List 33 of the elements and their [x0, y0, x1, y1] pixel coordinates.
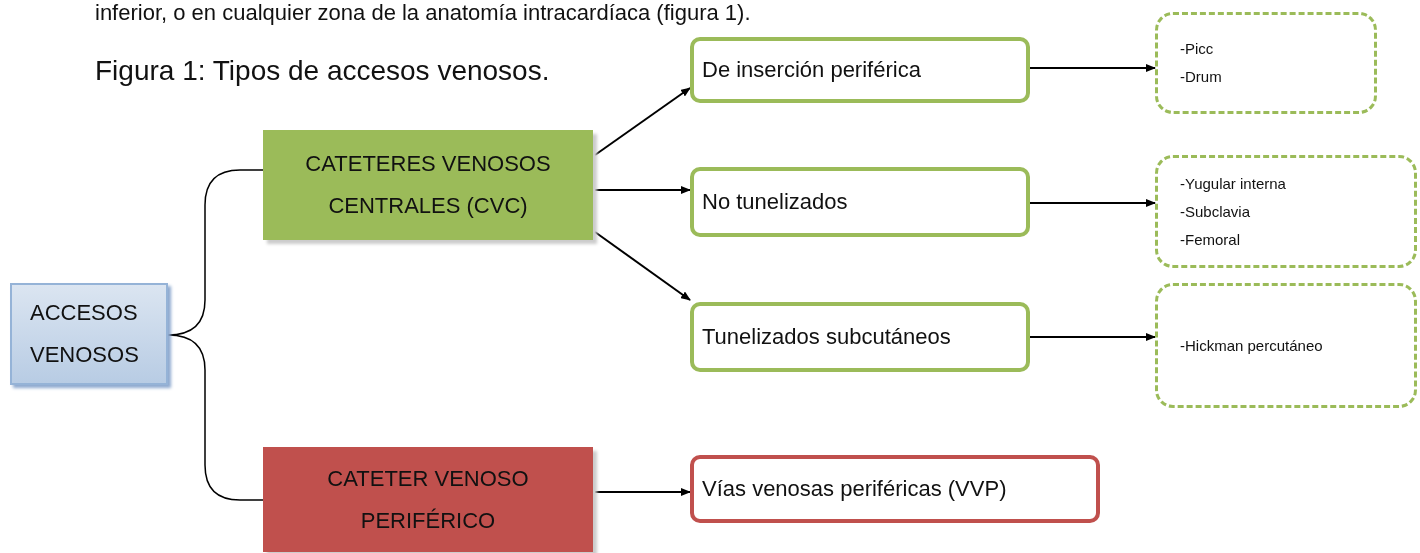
arrow: [1029, 333, 1156, 341]
box-label: Tunelizados subcutáneos: [702, 324, 952, 350]
list-item: -Subclavia: [1180, 201, 1252, 222]
list-item: -Picc: [1180, 39, 1215, 59]
list-item: -Drum: [1180, 67, 1223, 87]
list-box: [1155, 12, 1377, 114]
arrow: [594, 87, 691, 156]
list-box: [1155, 155, 1417, 268]
box-label: De inserción periférica: [702, 57, 922, 83]
category-box: [263, 130, 593, 240]
list-box: [1155, 283, 1417, 408]
box-label: CATETER VENOSO PERIFÉRICO: [326, 464, 530, 535]
box-label: CATETERES VENOSOS CENTRALES (CVC): [304, 150, 552, 220]
arrow: [594, 231, 691, 301]
category-box: [263, 447, 593, 552]
type-box: [690, 37, 1030, 103]
figure-title: Figura 1: Tipos de accesos venosos.: [95, 55, 550, 87]
arrow: [594, 488, 691, 496]
root-box: [10, 283, 168, 385]
box-label: ACCESOS VENOSOS: [30, 299, 140, 369]
list-item: -Femoral: [1180, 229, 1241, 250]
note-text: inferior, o en cualquier zona de la anatomía intracardíaca (figura 1).: [95, 0, 751, 26]
arrow: [1029, 199, 1156, 207]
box-label: No tunelizados: [702, 189, 849, 215]
type-box: [690, 302, 1030, 372]
list-item: -Yugular interna: [1180, 173, 1287, 194]
type-box: [690, 167, 1030, 237]
type-box: [690, 455, 1100, 523]
brace-line: [167, 334, 264, 501]
box-label: Vías venosas periféricas (VVP): [702, 476, 1008, 502]
arrow: [1029, 64, 1156, 72]
list-item: -Hickman percutáneo: [1180, 335, 1324, 356]
arrow: [594, 186, 691, 194]
